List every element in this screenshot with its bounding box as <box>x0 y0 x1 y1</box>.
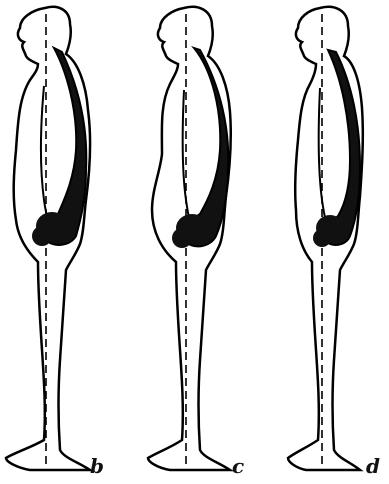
gluteal-muscle <box>172 228 192 248</box>
posture-figure-d-drawing <box>284 0 389 484</box>
panel-label-c: c <box>232 456 244 476</box>
posture-figure-d: d <box>284 0 389 484</box>
panel-label-d: d <box>366 456 380 476</box>
posture-figure-c: c <box>142 0 272 484</box>
posture-figure-b: b <box>0 0 130 484</box>
panel-label-b: b <box>90 456 104 476</box>
gluteal-muscle <box>32 226 52 246</box>
posture-figure-c-drawing <box>142 0 272 484</box>
gluteal-muscle <box>313 229 331 247</box>
posture-figure-b-drawing <box>0 0 130 484</box>
